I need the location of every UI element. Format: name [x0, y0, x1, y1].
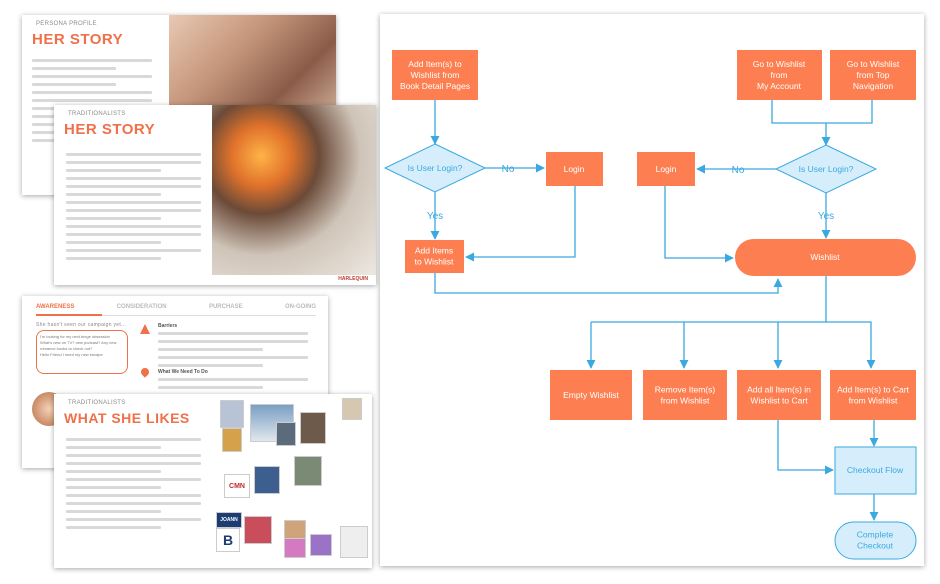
- thumb-recipe: [244, 516, 272, 544]
- tab-consideration: CONSIDERATION: [117, 304, 167, 310]
- node-label: Login: [564, 164, 585, 174]
- thumb-screenshot: [340, 526, 368, 558]
- edge-additems-to-wishlist: [435, 273, 778, 293]
- node-label: Checkout Flow: [847, 465, 904, 475]
- nodes: [385, 50, 916, 559]
- node-label-line: Add Item(s) to Cart: [837, 385, 909, 395]
- thumb-people: [254, 466, 280, 494]
- node-label-line: to Wishlist: [415, 257, 454, 267]
- node-label-line: from Top: [857, 70, 890, 80]
- node-label-line: Remove Item(s): [655, 385, 716, 395]
- label-no-left: No: [502, 164, 515, 175]
- node-label-line: Is User Login?: [799, 164, 854, 174]
- tab-on-going: ON-GOING: [285, 304, 316, 310]
- edge-addall-to-checkout: [778, 420, 833, 470]
- node-label-line: Go to Wishlist: [753, 59, 806, 69]
- section-todo: What We Need To Do: [158, 369, 208, 375]
- slide-title: HER STORY: [32, 31, 123, 48]
- thumb-portrait: [220, 400, 244, 428]
- node-label-line: Add Items: [415, 246, 453, 256]
- node-label: CompleteCheckout: [857, 530, 894, 551]
- node-label-line: from Wishlist: [661, 396, 710, 406]
- edge-wishlist-trunk: [591, 276, 826, 322]
- label-yes-right: Yes: [818, 211, 834, 222]
- label-yes-left: Yes: [427, 211, 443, 222]
- node-label-line: Is User Login?: [408, 163, 463, 173]
- cmn-logo-text: CMN: [229, 483, 245, 490]
- thumb-actors: [300, 412, 326, 444]
- node-label-line: Checkout: [857, 541, 894, 551]
- node-label-line: Add all Item(s) in: [747, 385, 811, 395]
- thumb-joann-logo: JOANN: [216, 512, 242, 528]
- node-label-line: Empty Wishlist: [563, 390, 619, 400]
- slide-body-text: [66, 153, 201, 265]
- node-label-line: Book Detail Pages: [400, 81, 470, 91]
- quote-line: What's new on TV? new podcast? Any new r…: [40, 340, 124, 352]
- tab-purchase: PURCHASE: [209, 304, 243, 310]
- quote-bubble: I'm looking for my next binge obsession …: [36, 330, 128, 374]
- node-label: Is User Login?: [799, 164, 854, 174]
- slide-kicker: PERSONA PROFILE: [36, 21, 97, 27]
- warning-icon: [140, 324, 150, 334]
- node-label: Empty Wishlist: [563, 390, 619, 400]
- slide-kicker: TRADITIONALISTS: [68, 400, 126, 406]
- thumb-pin: [342, 398, 362, 420]
- node-label-line: Navigation: [853, 81, 893, 91]
- edge-to-addcart: [826, 322, 871, 368]
- edge-login-right-to-wishlist: [665, 186, 733, 258]
- label-no-right: No: [732, 165, 745, 176]
- node-label-line: Wishlist: [810, 252, 840, 262]
- edge-topnav-to-decision: [826, 100, 872, 123]
- edge-login-left-to-additems: [466, 186, 575, 257]
- slide-body-text: [66, 438, 201, 534]
- node-label-line: Login: [564, 164, 585, 174]
- node-label-line: My Account: [757, 81, 802, 91]
- node-label-line: from: [771, 70, 788, 80]
- node-label: Wishlist: [810, 252, 840, 262]
- thumb-b-logo: B: [216, 528, 240, 552]
- tab-awareness: AWARENESS: [36, 304, 74, 310]
- node-label-line: Login: [656, 164, 677, 174]
- thumb-purple: [310, 534, 332, 556]
- quote-intro: She hasn't seen our campaign yet...: [36, 322, 126, 328]
- node-label-line: Wishlist from: [411, 70, 460, 80]
- quote-line: Hello Friend I need my new escape: [40, 352, 124, 358]
- thumb-book: [222, 428, 242, 452]
- slide-title: WHAT SHE LIKES: [64, 410, 190, 426]
- thumb-mailbox: [276, 422, 296, 446]
- node-label-line: Checkout Flow: [847, 465, 904, 475]
- node-label-line: Add Item(s) to: [408, 59, 462, 69]
- slide-what-she-likes: TRADITIONALISTS WHAT SHE LIKES CMN JOANN…: [54, 394, 372, 568]
- harlequin-logo: HARLEQUIN: [338, 276, 368, 282]
- node-label-line: Complete: [857, 530, 894, 540]
- thumb-family: [294, 456, 322, 486]
- node-label-line: from Wishlist: [849, 396, 898, 406]
- node-label-line: Go to Wishlist: [847, 59, 900, 69]
- thumb-cmn-logo: CMN: [224, 474, 250, 498]
- slide-her-story-2: TRADITIONALISTS HER STORY HARLEQUIN: [54, 105, 376, 285]
- node-label-line: Wishlist to Cart: [750, 396, 808, 406]
- photo-woman-fireplace: [212, 105, 376, 275]
- section-barriers: Barriers: [158, 323, 177, 329]
- node-label: Remove Item(s)from Wishlist: [655, 385, 716, 406]
- joann-logo-text: JOANN: [220, 517, 238, 523]
- pin-icon: [139, 366, 150, 377]
- journey-tabs: AWARENESS CONSIDERATION PURCHASE ON-GOIN…: [36, 304, 316, 310]
- node-label: Is User Login?: [408, 163, 463, 173]
- slide-kicker: TRADITIONALISTS: [68, 111, 126, 117]
- slide-title: HER STORY: [64, 121, 155, 138]
- edge-account-to-decision: [772, 100, 826, 123]
- thumb-book-pink: [284, 538, 306, 558]
- node-label: Login: [656, 164, 677, 174]
